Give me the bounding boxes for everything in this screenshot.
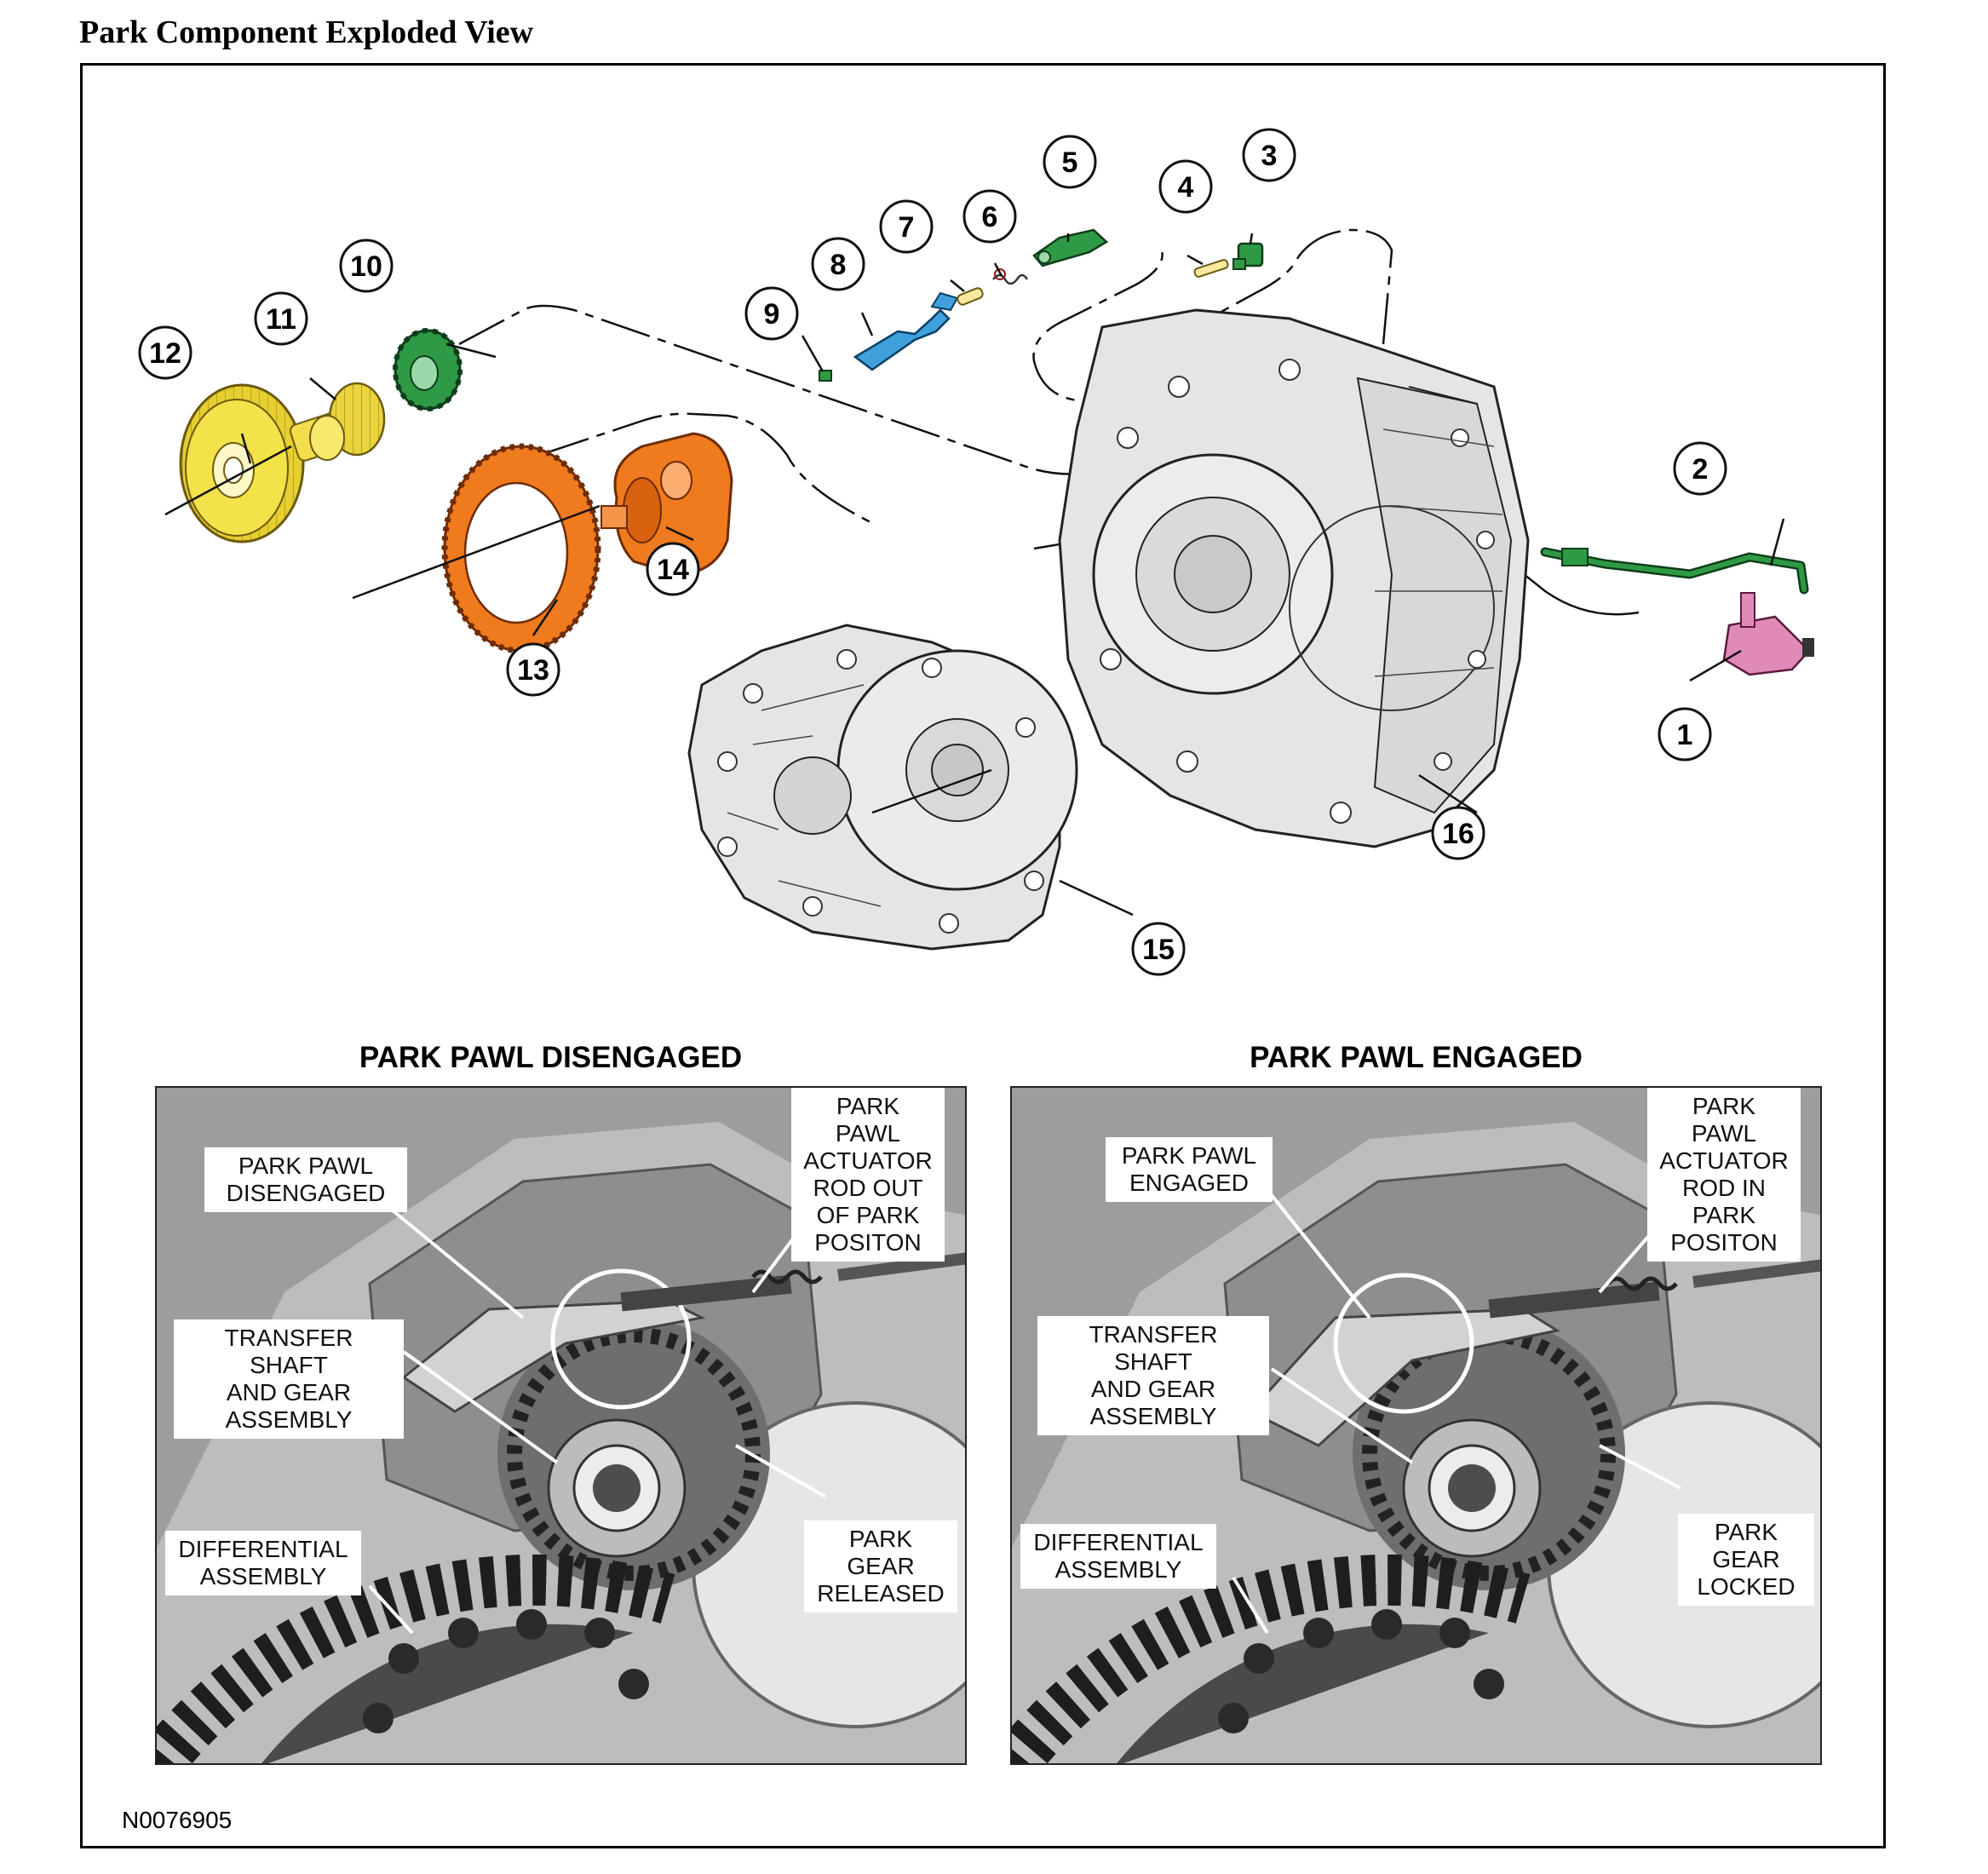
svg-text:13: 13 [517,654,549,687]
balloon-7: 7 [879,199,934,254]
callout-park-gear-released: PARK GEAR RELEASED [804,1520,957,1612]
photo-panel-disengaged: PARK PAWL DISENGAGED PARK PAWL ACTUATOR … [155,1086,967,1765]
svg-text:9: 9 [764,298,780,331]
panel-title-disengaged: PARK PAWL DISENGAGED [359,1041,743,1074]
orange-differential-case [600,432,733,576]
callout-differential-left: DIFFERENTIAL ASSEMBLY [165,1531,361,1595]
callout-actuator-rod-in: PARK PAWL ACTUATOR ROD IN PARK POSITON [1647,1088,1801,1262]
svg-text:10: 10 [350,250,382,283]
svg-text:8: 8 [830,249,847,281]
balloon-6: 6 [962,189,1017,244]
diagram-frame [80,63,1886,1848]
balloon-3: 3 [1242,128,1296,182]
svg-text:5: 5 [1062,147,1078,179]
balloon-5: 5 [1043,135,1097,189]
svg-text:11: 11 [266,303,296,336]
yellow-transfer-shaft [289,382,386,462]
svg-text:1: 1 [1677,719,1693,751]
part-5-park-pawl [1032,228,1109,267]
svg-text:15: 15 [1142,934,1175,966]
part-balloons: 1 2 3 4 5 6 7 8 9 10 11 12 13 14 15 16 [138,128,1727,976]
callout-transfer-shaft-right: TRANSFER SHAFT AND GEAR ASSEMBLY [1037,1316,1269,1435]
balloon-9: 9 [744,286,799,341]
callout-park-pawl-engaged: PARK PAWL ENGAGED [1106,1137,1273,1202]
balloon-1: 1 [1658,707,1712,762]
svg-text:16: 16 [1442,818,1474,850]
part-1-manual-valve-lever [1722,592,1814,676]
transaxle-case [1058,308,1530,848]
svg-text:4: 4 [1178,171,1194,204]
orange-ring-gear [441,443,601,654]
yellow-final-drive-gear [179,383,305,543]
balloon-4: 4 [1158,159,1213,214]
svg-text:7: 7 [899,211,915,244]
part-9-bolt [819,370,832,382]
svg-text:14: 14 [657,554,689,586]
svg-text:12: 12 [149,337,181,370]
part-3-guide [1232,242,1264,270]
balloon-13: 13 [506,642,560,697]
part-2-actuator-rod [1540,547,1809,595]
part-7-pin [957,287,984,306]
reference-code: N0076905 [122,1807,233,1833]
balloon-16: 16 [1431,806,1485,860]
panel-title-engaged: PARK PAWL ENGAGED [1250,1041,1583,1074]
callout-transfer-shaft-left: TRANSFER SHAFT AND GEAR ASSEMBLY [174,1319,404,1439]
part-4-pin [1193,259,1229,278]
part-8-park-pawl-shaft [853,291,959,371]
balloon-10: 10 [339,239,394,293]
green-park-gear [393,328,463,411]
balloon-15: 15 [1131,922,1186,976]
callout-park-gear-locked: PARK GEAR LOCKED [1678,1514,1814,1606]
callout-differential-right: DIFFERENTIAL ASSEMBLY [1020,1524,1216,1589]
balloon-12: 12 [138,325,192,380]
svg-text:3: 3 [1261,140,1278,172]
callout-actuator-rod-out: PARK PAWL ACTUATOR ROD OUT OF PARK POSIT… [791,1088,945,1262]
callout-park-pawl-disengaged: PARK PAWL DISENGAGED [204,1147,407,1212]
converter-housing [687,624,1078,951]
balloon-2: 2 [1673,441,1727,496]
balloon-8: 8 [811,237,865,291]
balloon-11: 11 [254,291,308,346]
balloon-14: 14 [646,542,700,596]
svg-text:2: 2 [1692,453,1709,486]
part-6-spring [992,268,1029,285]
diagram-title: Park Component Exploded View [79,14,534,50]
photo-panel-engaged: PARK PAWL ENGAGED PARK PAWL ACTUATOR ROD… [1010,1086,1822,1765]
exploded-view: 1 2 3 4 5 6 7 8 9 10 11 12 13 14 15 16 [138,128,1814,976]
svg-text:6: 6 [982,201,998,233]
photo-illustration-engaged [1012,1088,1820,1763]
